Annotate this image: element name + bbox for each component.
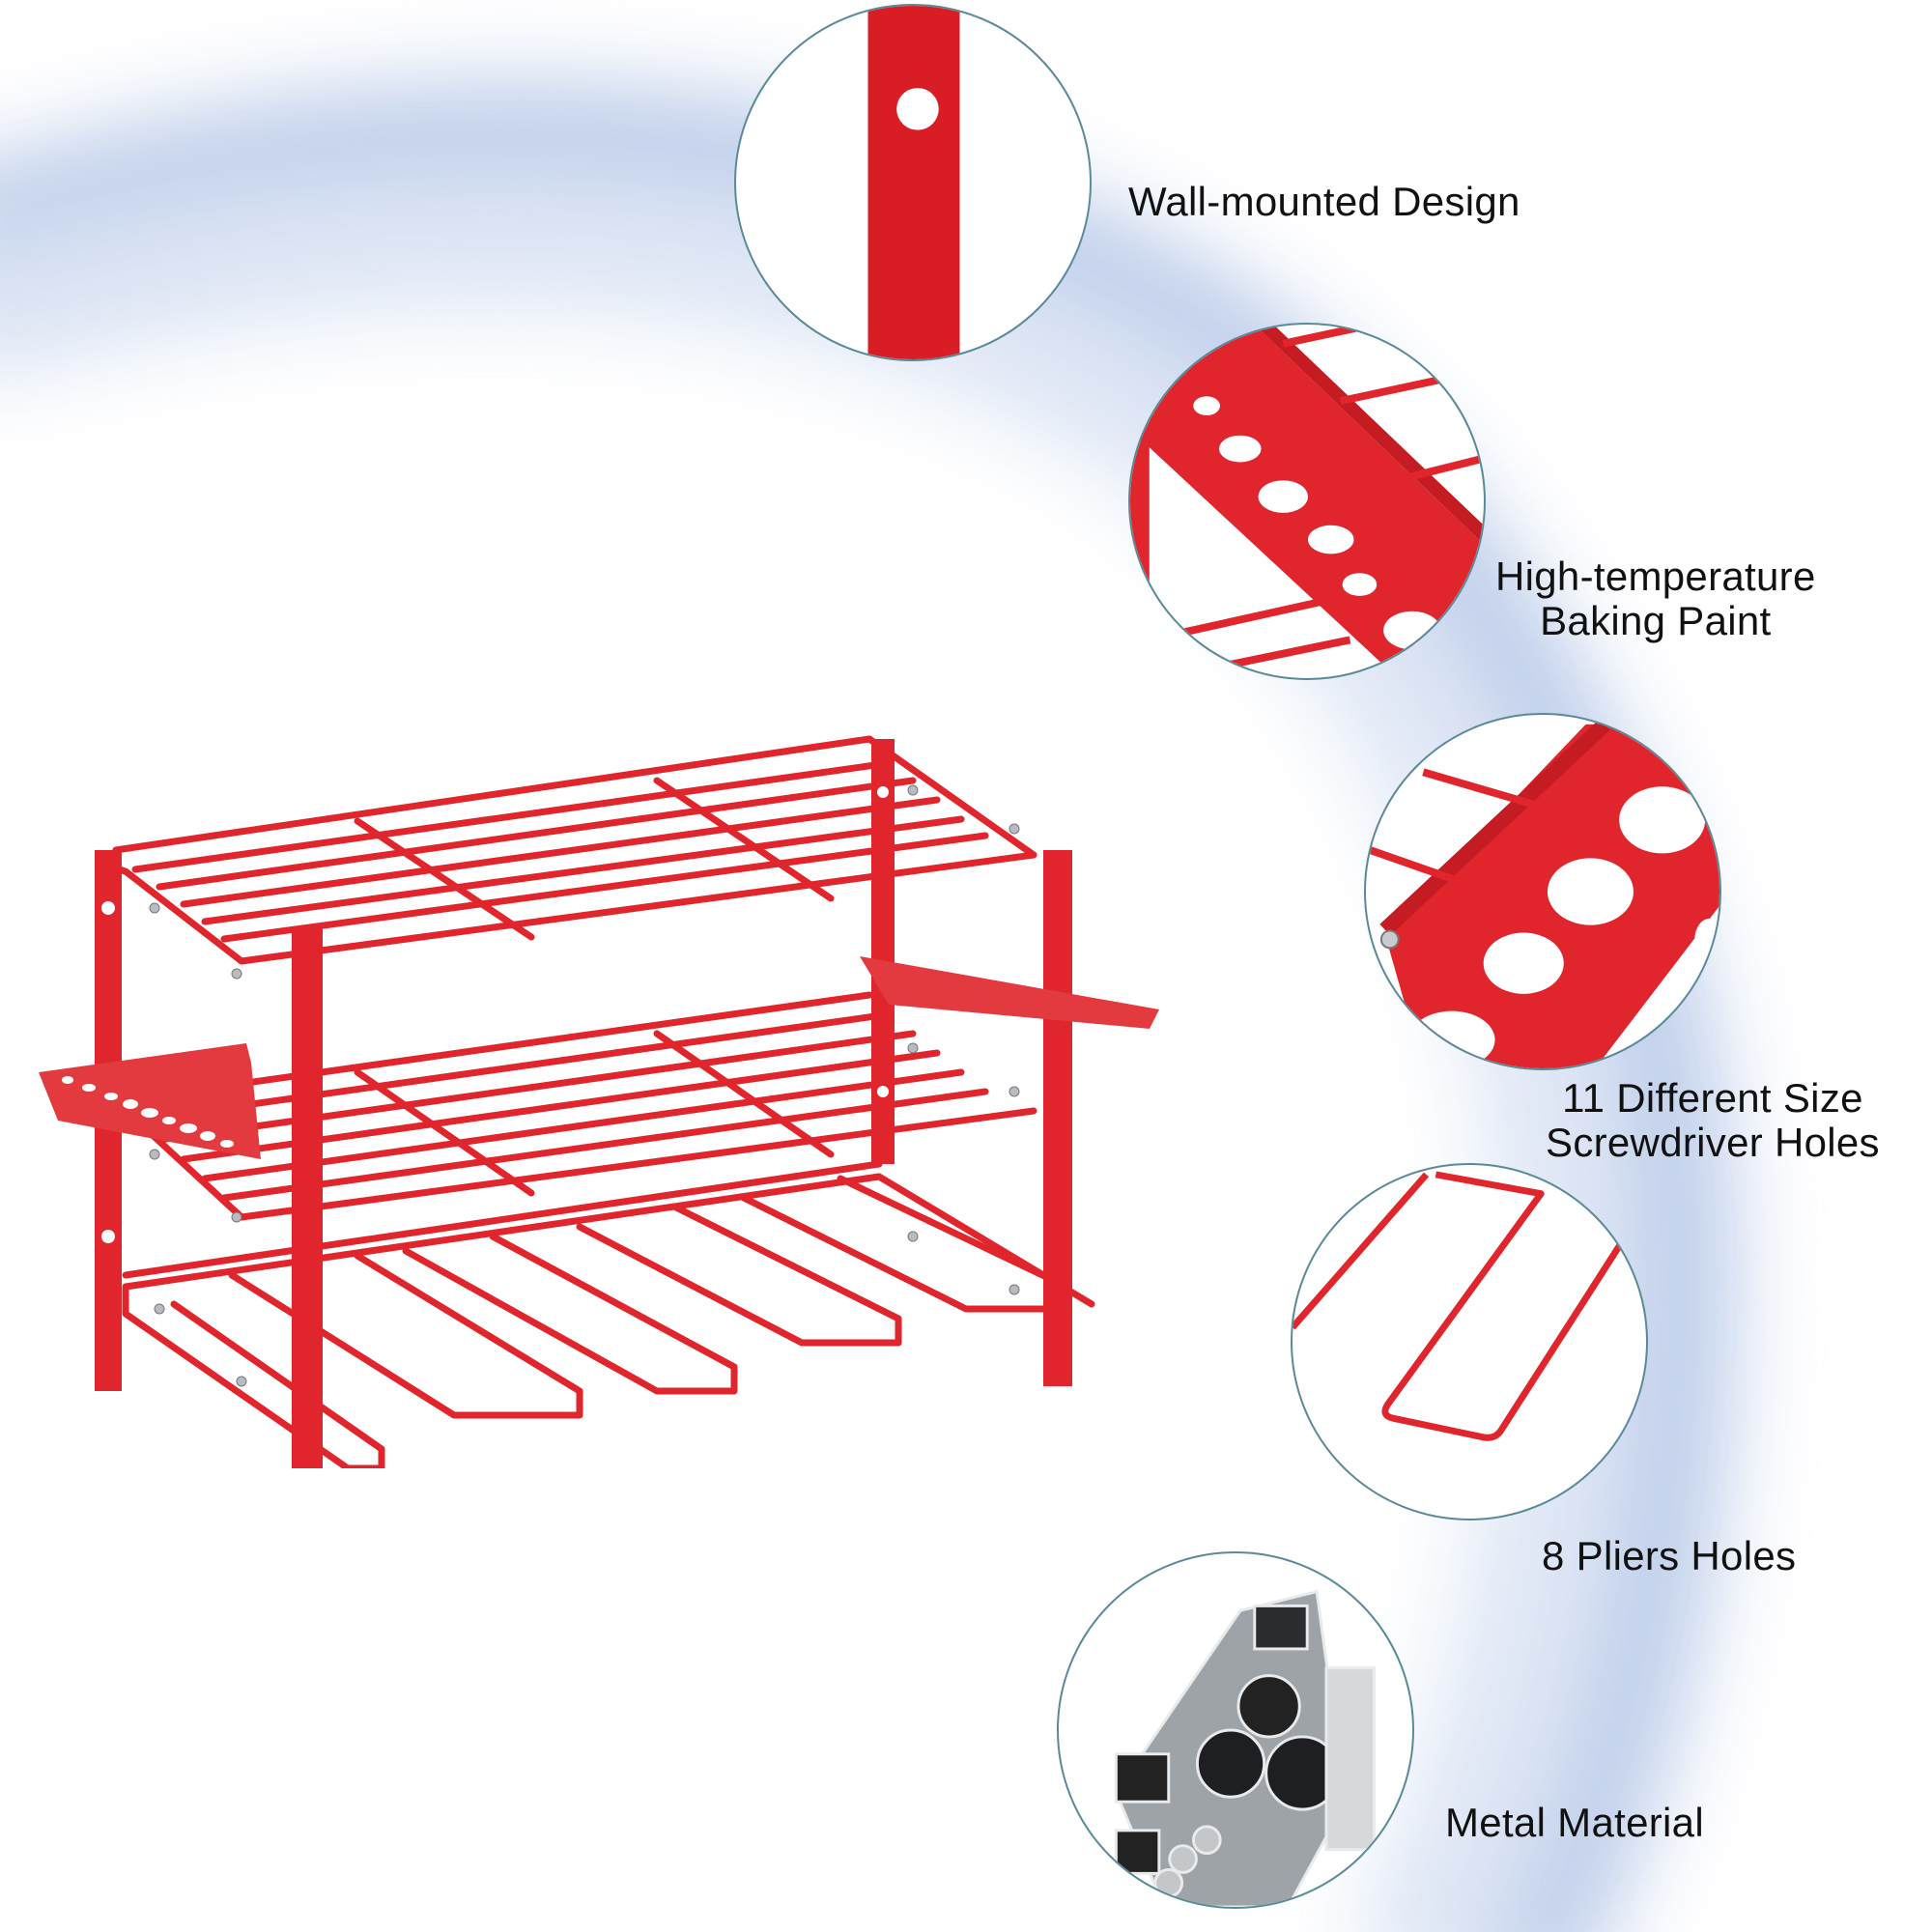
steel-tubes-icon <box>1114 1589 1376 1907</box>
feature-circle-baking-paint <box>1128 323 1486 680</box>
painted-strip-closeup-icon <box>1130 325 1484 678</box>
screwdriver-hole-strip-icon <box>1366 719 1719 1068</box>
feature-label-wall-mounted: Wall-mounted Design <box>1128 179 1520 224</box>
feature-circle-wall-mounted <box>734 4 1092 361</box>
tool-rack-product-image <box>39 735 1159 1468</box>
feature-circle-metal-material <box>1057 1551 1414 1909</box>
feature-label-screwdriver-holes: 11 Different Size Screwdriver Holes <box>1546 1075 1880 1165</box>
red-bracket-icon <box>867 6 960 359</box>
feature-circle-screwdriver-holes <box>1364 713 1721 1070</box>
feature-circle-pliers-holes <box>1291 1163 1648 1520</box>
feature-label-metal-material: Metal Material <box>1445 1800 1704 1845</box>
feature-label-pliers-holes: 8 Pliers Holes <box>1542 1533 1797 1578</box>
wire-loop-slot-icon <box>1293 1171 1626 1441</box>
feature-label-baking-paint: High-temperature Baking Paint <box>1495 554 1816 643</box>
